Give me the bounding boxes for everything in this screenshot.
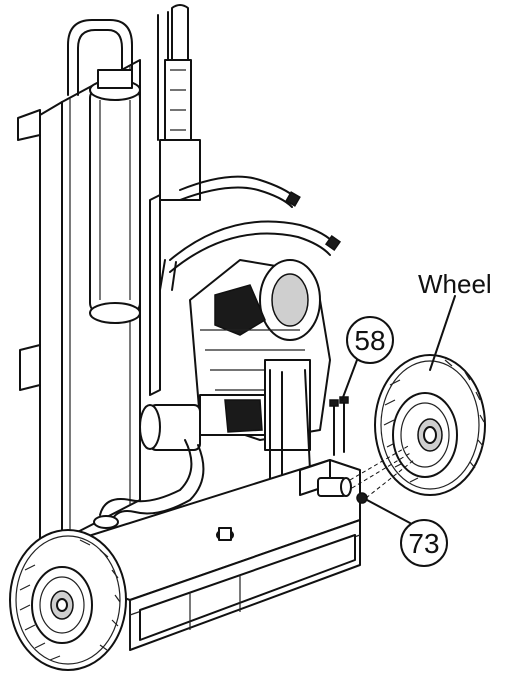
callout-58-circle [346, 316, 394, 364]
callout-73-label: 73 [408, 528, 439, 559]
leader-73 [366, 499, 411, 524]
bolts-58 [329, 396, 349, 456]
callout-58-label: 58 [354, 325, 385, 356]
wheel-label: Wheel [418, 269, 492, 299]
leader-58 [341, 359, 358, 401]
hydraulic-cylinder [89, 69, 141, 324]
assembly-lines [349, 444, 415, 499]
base-frame [59, 459, 361, 651]
callout-73-circle [400, 519, 448, 567]
engine [189, 259, 331, 491]
wheel-left [9, 529, 127, 671]
pump [139, 394, 266, 451]
axle-stub [317, 477, 368, 504]
suction-hose [93, 439, 205, 529]
hydraulic-hoses [159, 175, 342, 291]
wheel-right [374, 354, 486, 496]
top-bracket [67, 19, 133, 96]
wheel-leader [429, 295, 456, 371]
